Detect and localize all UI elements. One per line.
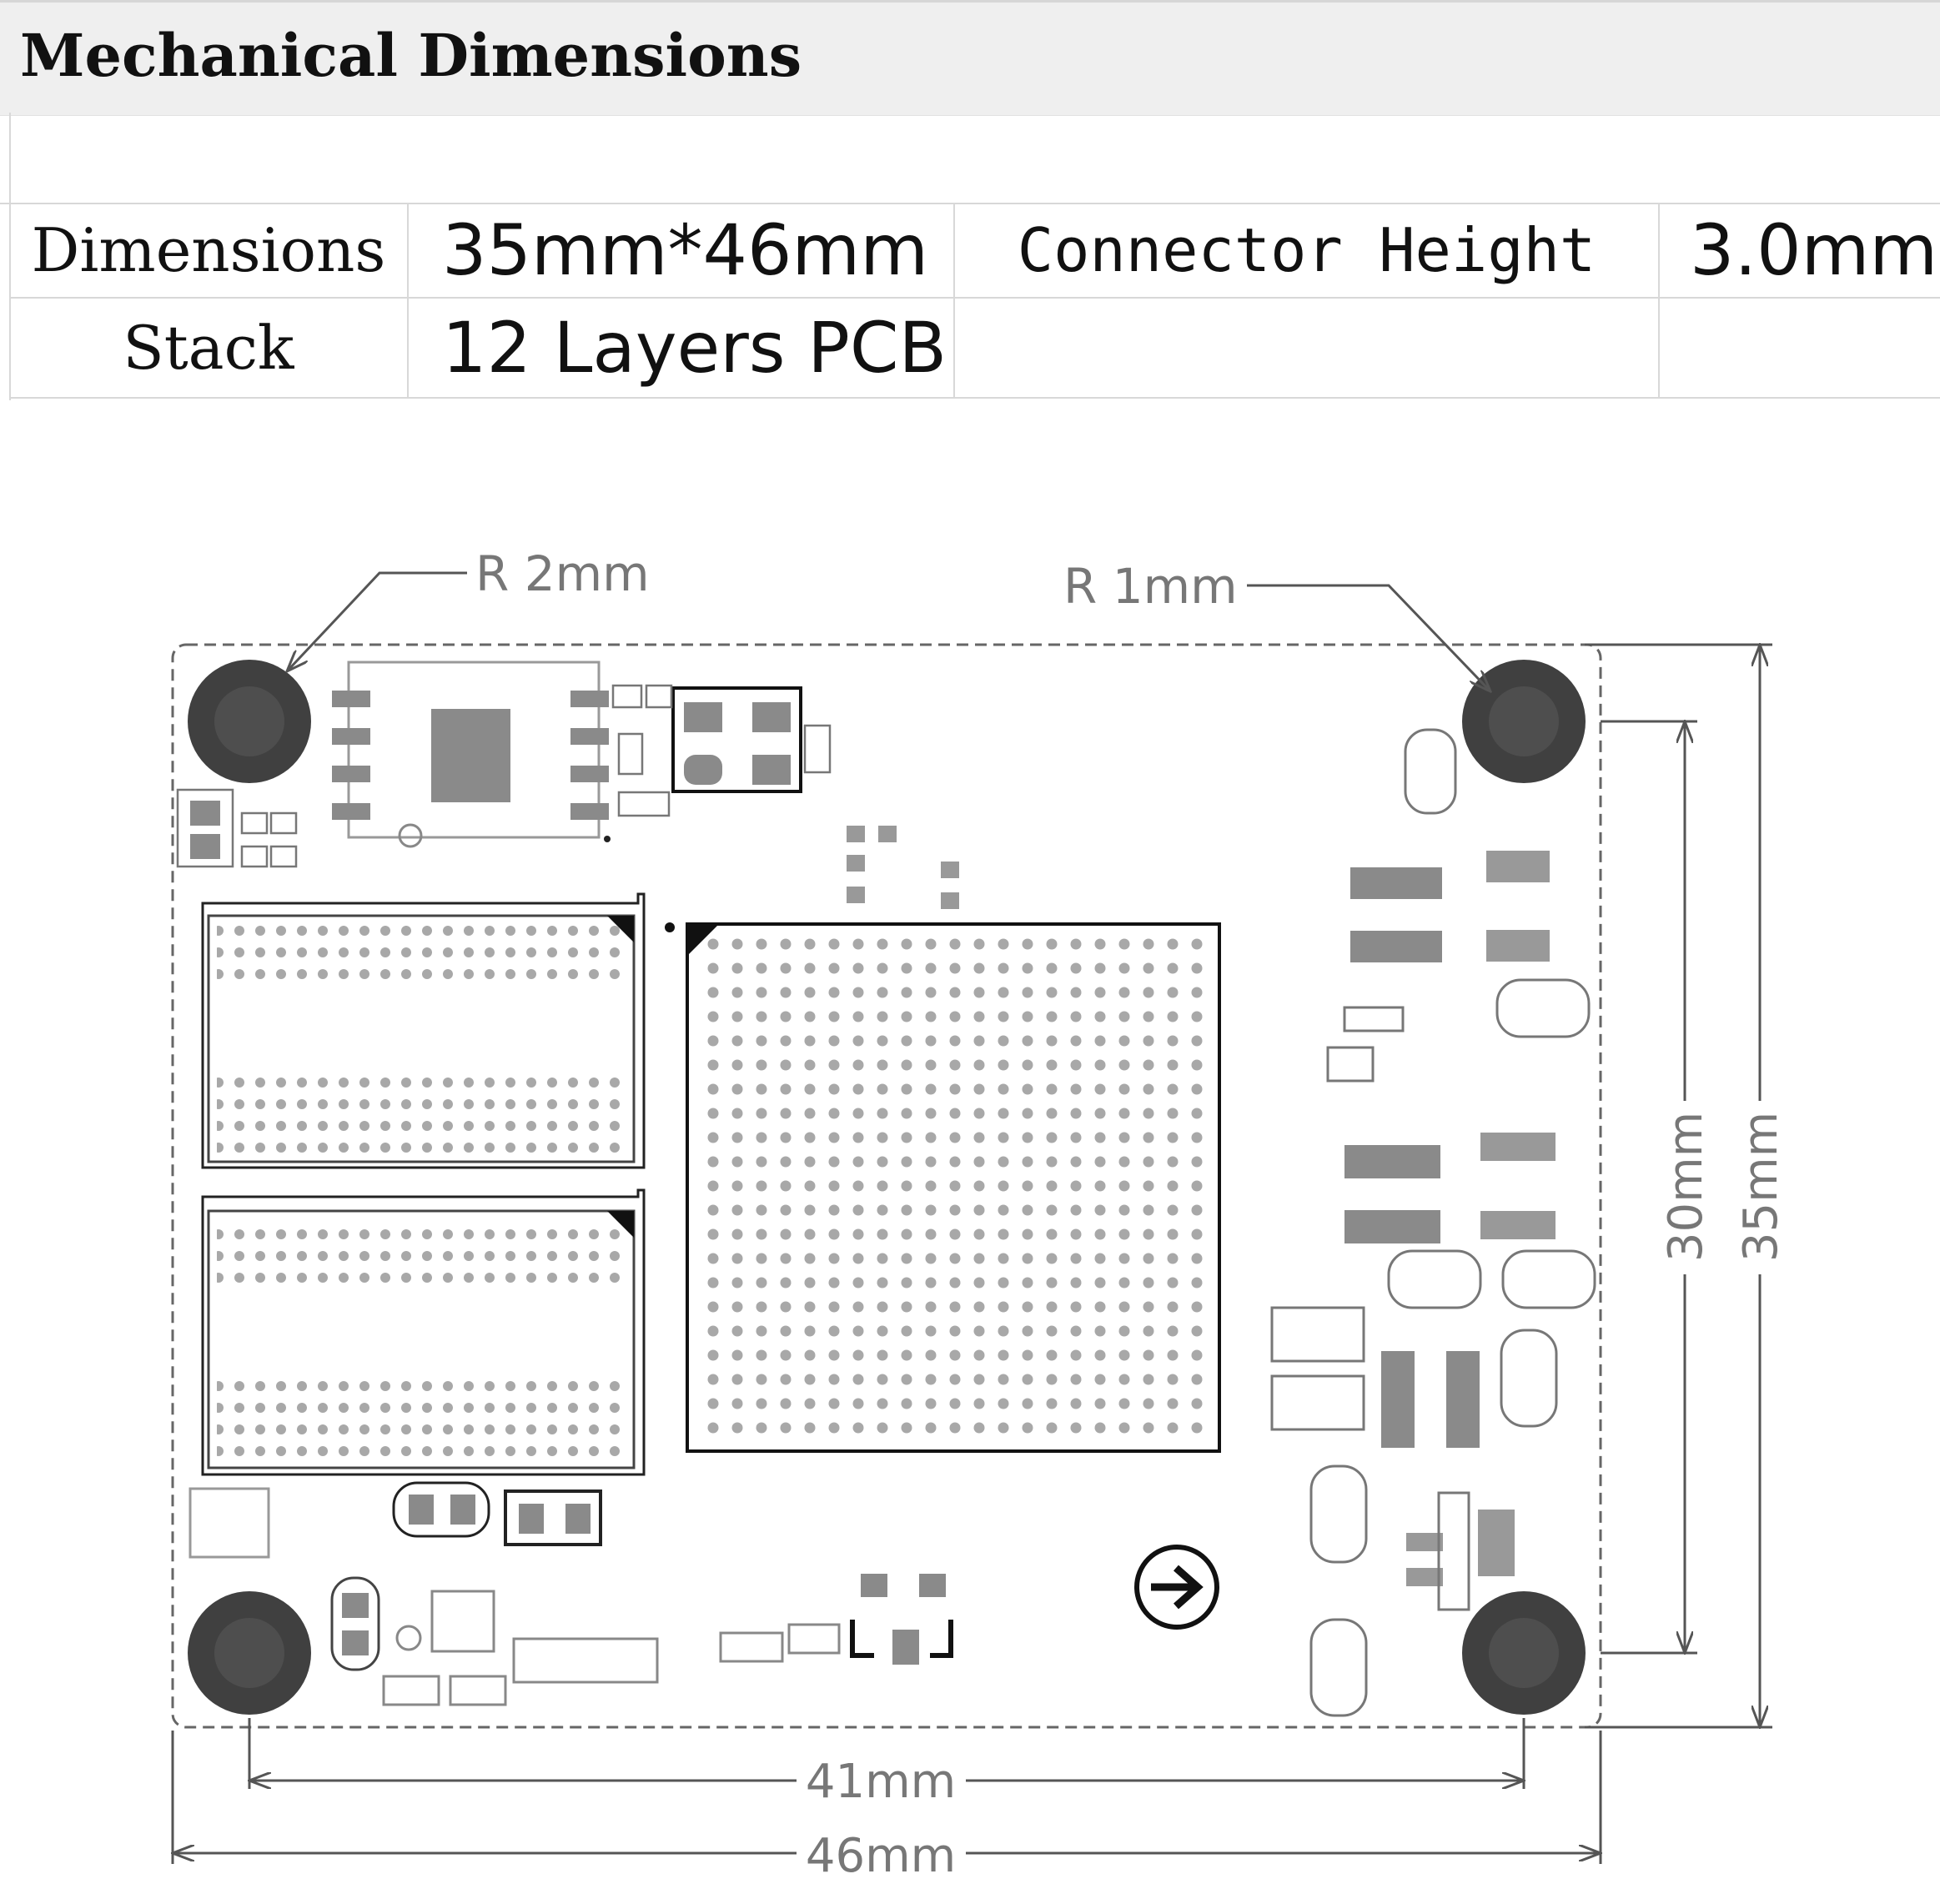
stack-value: 12 Layers PCB — [409, 299, 955, 399]
dimension-inner-height-label: 30mm — [1659, 1112, 1713, 1262]
dimension-inner-width-label: 41mm — [806, 1755, 956, 1809]
ddr-chip-upper — [201, 892, 646, 1169]
top-left-ic — [332, 661, 611, 848]
radius-callout-left: R 2mm — [287, 545, 650, 671]
soc-bga — [665, 922, 1221, 1453]
radius-callout-left-label: R 2mm — [475, 545, 650, 602]
dimension-outer-width: 46mm — [173, 1731, 1601, 1883]
dimension-inner-width: 41mm — [249, 1718, 1524, 1809]
dimensions-value: 35mm*46mm — [409, 203, 955, 299]
dimension-outer-height-label: 35mm — [1734, 1112, 1788, 1262]
passives-bottom-left — [188, 1481, 659, 1706]
orientation-arrow-icon — [1134, 1545, 1219, 1630]
passives-top-left-fill — [190, 801, 220, 859]
empty-cell — [1660, 299, 1940, 399]
dimensions-label: Dimensions — [10, 203, 409, 299]
dimension-outer-height: 35mm — [1585, 645, 1788, 1727]
mounting-holes — [188, 660, 1586, 1715]
radius-callout-right-label: R 1mm — [1063, 558, 1238, 615]
power-section-outlines — [1270, 728, 1596, 1717]
connector-height-value: 3.0mm — [1660, 203, 1940, 299]
grid-line — [9, 113, 11, 400]
stack-label: Stack — [10, 299, 409, 399]
passives-soc-top — [847, 826, 959, 909]
power-section — [1344, 851, 1556, 1586]
passives-top-left — [176, 684, 832, 868]
connector-height-label: Connector Height — [955, 203, 1660, 299]
pcb-mechanical-drawing: R 2mm R 1mm — [0, 545, 1788, 1883]
dimension-outer-width-label: 46mm — [806, 1829, 956, 1883]
title-row: Mechanical Dimensions — [0, 0, 1940, 116]
radius-callout-right: R 1mm — [1063, 558, 1490, 691]
spec-table: Dimensions 35mm*46mm Connector Height 3.… — [0, 203, 1940, 399]
dimension-inner-height: 30mm — [1601, 721, 1713, 1653]
crystal — [671, 686, 802, 793]
ddr-chip-lower — [201, 1188, 646, 1476]
spec-sheet: Mechanical Dimensions Dimensions 35mm*46… — [0, 0, 1940, 400]
passives-bottom-middle — [719, 1574, 953, 1665]
page-title: Mechanical Dimensions — [20, 21, 802, 90]
spacer-row — [0, 113, 1940, 204]
empty-cell — [955, 299, 1660, 399]
